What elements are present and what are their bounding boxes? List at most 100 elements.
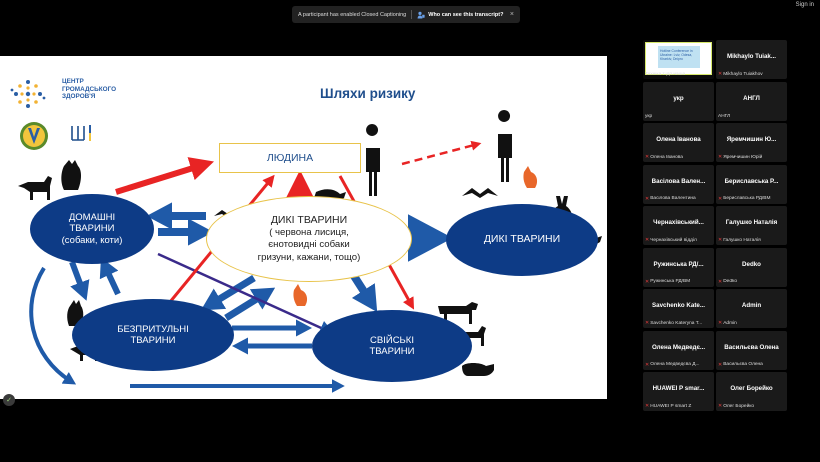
who-can-see-link[interactable]: Who can see this transcript?	[417, 11, 503, 19]
slide-title: Шляхи ризику	[320, 86, 416, 101]
participant-name-label: АНГЛ	[718, 114, 785, 119]
participant-name: Savchenko Kateryna T...	[650, 320, 703, 326]
participant-name-label: ✕Олена Іванова	[645, 154, 712, 160]
participant-name: Васілова Валентина	[650, 196, 696, 201]
muted-mic-icon: ✕	[718, 278, 723, 285]
participant-name-label: ✕Dedko	[718, 279, 785, 285]
participant-tile[interactable]: Savchenko Kate...✕Savchenko Kateryna T..…	[643, 289, 714, 328]
node-line: СВІЙСЬКІ	[370, 334, 414, 346]
participant-tile[interactable]: Олег Борейко✕Олег Борейко	[716, 372, 787, 411]
trident-icon	[71, 125, 91, 141]
emblem-icon	[20, 122, 48, 150]
human-box: ЛЮДИНА	[219, 143, 361, 173]
participant-name: АНГЛ	[718, 113, 731, 119]
participant-display-name: HUAWEI P smar...	[652, 385, 705, 392]
sign-in-link[interactable]: Sign in	[795, 2, 814, 8]
node-line: єнотовидні собаки	[268, 239, 350, 250]
participant-name: Яремчишин Юрій	[723, 154, 763, 160]
notice-message: A participant has enabled Closed Caption…	[298, 11, 407, 18]
participant-name-label: ✕HUAWEI P smart Z	[645, 403, 712, 409]
participant-name-label: ✕Admin	[718, 320, 785, 326]
participant-name: Mikhaylo Tuiakhov	[723, 71, 763, 77]
wild-animals-center-node: ДИКІ ТВАРИНИ ( червона лисиця, єнотовидн…	[206, 196, 412, 282]
node-line: ДИКІ ТВАРИНИ	[483, 233, 561, 246]
node-line: гризуни, кажани, тощо)	[257, 251, 361, 263]
fox-icons	[293, 166, 538, 306]
participant-tile[interactable]: Бериславська Р...✕Бериславська РД/ВМ	[716, 164, 787, 204]
domestic-animals-node: ДОМАШНІ ТВАРИНИ (собаки, коти)	[30, 194, 154, 264]
participant-name: Dedko	[723, 279, 738, 284]
participant-tile[interactable]: Васілова Вален...✕Васілова Валентина	[643, 164, 714, 204]
participant-display-name: укр	[673, 94, 684, 102]
who-can-see-label: Who can see this transcript?	[428, 11, 504, 18]
participant-tile[interactable]: Hotline Conference in Ukraine: Lviv, Ode…	[643, 40, 714, 79]
participant-display-name: Яремчишин Ю...	[726, 136, 777, 143]
org-line: ГРОМАДСЬКОГО	[62, 85, 117, 93]
muted-mic-icon: ✕	[645, 154, 650, 160]
muted-mic-icon: ✕	[718, 361, 723, 368]
participant-tile[interactable]: Васильєва Олена✕Васильєва Олена	[716, 330, 787, 370]
muted-mic-icon: ✕	[718, 237, 723, 243]
participant-display-name: Олег Борейко	[730, 385, 773, 392]
thumbnail-banner	[658, 46, 700, 68]
participant-name-label: ✕Галушко Наталія	[718, 237, 785, 243]
muted-mic-icon: ✕	[645, 403, 650, 409]
participant-display-name: Чернахівський...	[653, 219, 704, 226]
participant-name: Олена Іванова	[650, 154, 683, 160]
participant-display-name: Mikhaylo Tuiak...	[726, 53, 777, 60]
participant-display-name: Admin	[741, 302, 762, 309]
participant-tile[interactable]: HUAWEI P smar... ✕HUAWEI P smart Z	[643, 372, 714, 411]
participant-name-label: ✕Чернахівський відділ	[645, 237, 712, 243]
participant-tile[interactable]: Олена Іванова✕Олена Іванова	[643, 123, 714, 162]
participant-tile[interactable]: Ружинська РД/...✕Ружинська РД/ВМ	[643, 247, 714, 287]
participant-display-name: Олена Медведє...	[651, 343, 706, 351]
participant-tile[interactable]: Чернахівський... ✕Чернахівський відділ	[643, 206, 714, 245]
muted-mic-icon: ✕	[718, 403, 723, 409]
muted-mic-icon: ✕	[645, 237, 650, 243]
participant-tile[interactable]: Admin✕Admin	[716, 289, 787, 328]
node-line: ДИКІ ТВАРИНИ	[270, 214, 348, 226]
node-line: (собаки, коти)	[61, 234, 123, 246]
muted-mic-icon: ✕	[718, 154, 723, 160]
cdc-logo-icon	[10, 80, 46, 108]
participant-name: Чернахівський відділ	[650, 237, 697, 243]
stray-animals-node: БЕЗПРИТУЛЬНІ ТВАРИНИ	[72, 299, 234, 371]
participant-name: Галушко Наталія	[723, 237, 761, 243]
node-line: ( червона лисиця,	[269, 226, 349, 238]
participant-display-name: Олена Іванова	[656, 136, 701, 143]
participant-name: Бериславська РД/ВМ	[723, 196, 771, 201]
participant-name: Admin	[723, 320, 737, 326]
participant-name-label: Техніка т.ідп.наша	[645, 72, 712, 77]
participant-name-label: ✕Олена Медведєва Д...	[645, 362, 712, 368]
participant-tile[interactable]: Яремчишин Ю... ✕Яремчишин Юрій	[716, 123, 787, 162]
livestock-node: СВІЙСЬКІ ТВАРИНИ	[312, 310, 472, 382]
org-name: ЦЕНТР ГРОМАДСЬКОГО ЗДОРОВ'Я	[62, 78, 132, 101]
blue-arrows	[29, 202, 453, 393]
participant-tile[interactable]: Mikhaylo Tuiak... ✕Mikhaylo Tuiakhov	[716, 40, 787, 79]
participant-display-name: Бериславська Р...	[724, 177, 779, 185]
participant-name-label: ✕Savchenko Kateryna T...	[645, 320, 712, 326]
participant-display-name: Dedko	[742, 260, 761, 268]
shared-slide: ЦЕНТР ГРОМАДСЬКОГО ЗДОРОВ'Я Шляхи ризику…	[0, 56, 607, 399]
muted-mic-icon: ✕	[645, 195, 650, 202]
participant-tile[interactable]: Dedko✕Dedko	[716, 247, 787, 287]
muted-mic-icon: ✕	[718, 71, 723, 77]
wild-animals-node: ДИКІ ТВАРИНИ	[446, 204, 598, 276]
participant-tile[interactable]: Галушко Наталія✕Галушко Наталія	[716, 206, 787, 245]
participant-name: Васильєва Олена	[723, 362, 763, 367]
participant-display-name: Васильєва Олена	[724, 343, 779, 351]
participant-tile[interactable]: АНГЛ АНГЛ	[716, 81, 787, 121]
participant-name: Ружинська РД/ВМ	[650, 279, 691, 284]
muted-mic-icon: ✕	[645, 320, 650, 326]
participant-display-name: АНГЛ	[743, 94, 760, 102]
muted-mic-icon: ✕	[645, 278, 650, 285]
participant-name-label: ✕Яремчишин Юрій	[718, 154, 785, 160]
close-icon[interactable]: ×	[509, 11, 514, 18]
participant-tile[interactable]: Олена Медведє... ✕Олена Медведєва Д...	[643, 330, 714, 370]
participant-name: Олег Борейко	[723, 403, 755, 409]
node-line: ТВАРИНИ	[69, 223, 115, 235]
participant-name-label: ✕Ружинська РД/ВМ	[645, 279, 712, 285]
participant-name-label: ✕Васильєва Олена	[718, 362, 785, 368]
reaction-icon[interactable]: ✓	[3, 394, 15, 406]
